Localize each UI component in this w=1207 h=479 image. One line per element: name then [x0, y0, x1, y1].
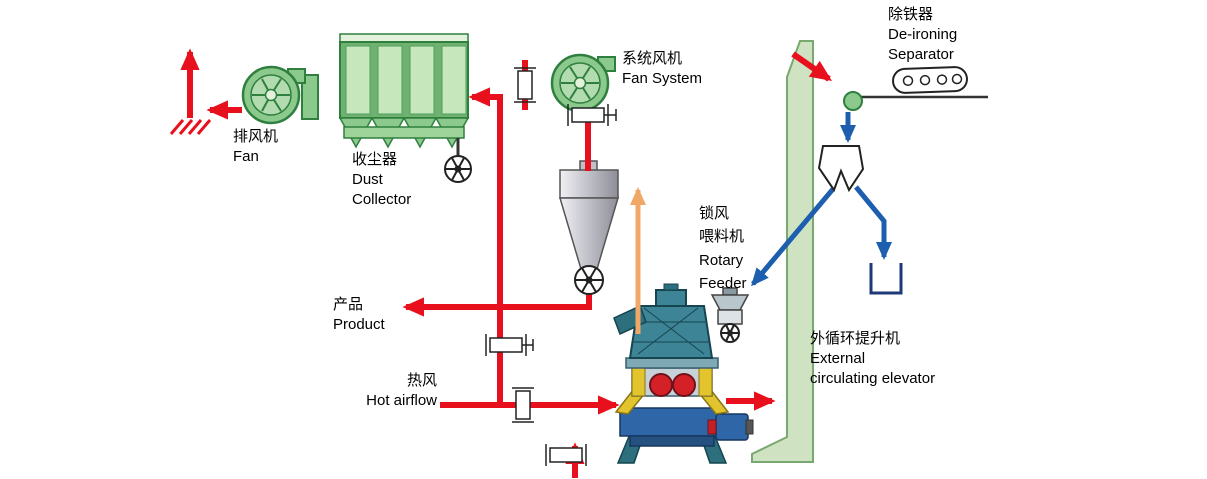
label-de-ironing-en2: Separator [888, 45, 954, 63]
label-rotary-feeder: 锁风 喂料机 Rotary Feeder [699, 202, 747, 295]
label-exhaust-fan-cn: 排风机 [233, 128, 279, 145]
label-exhaust-fan-en: Fan [233, 147, 259, 165]
label-system-fan-cn: 系统风机 [622, 50, 683, 67]
rotary-airlock-icon [720, 323, 740, 343]
label-rotary-feeder-cn1: 锁风 [699, 205, 730, 222]
label-rotary-feeder-cn2: 喂料机 [699, 228, 745, 246]
label-dust-collector-cn: 收尘器 [352, 151, 398, 168]
rotary-feeder-icon [710, 287, 750, 325]
rotary-airlock-icon [444, 155, 472, 183]
chute-splitter-icon [817, 145, 865, 193]
label-external-elevator: 外循环提升机 External circulating elevator [810, 329, 935, 388]
label-rotary-feeder-en1: Rotary [699, 251, 744, 269]
label-external-elevator-en2: circulating elevator [810, 369, 936, 387]
elevator-discharge-arrow [791, 51, 832, 82]
chute-right-line [854, 185, 893, 260]
label-dust-collector-en1: Dust [352, 170, 383, 188]
label-system-fan: 系统风机 Fan System [622, 49, 702, 89]
label-hot-airflow-en: Hot airflow [366, 391, 437, 409]
de-ironing-separator-icon [892, 66, 968, 94]
damper-valve-icon [512, 387, 534, 423]
damper-valve-icon [514, 67, 536, 103]
label-hot-airflow-cn: 热风 [406, 372, 437, 389]
label-de-ironing-cn: 除铁器 [888, 6, 934, 23]
vertical-mill-icon [613, 283, 754, 464]
damper-valve-icon [485, 334, 534, 356]
label-rotary-feeder-en2: Feeder [699, 274, 747, 292]
label-system-fan-en: Fan System [622, 69, 703, 87]
dust-collector-icon [338, 33, 470, 157]
damper-valve-icon [545, 444, 587, 466]
label-de-ironing-en1: De-ironing [888, 25, 958, 43]
label-product-en: Product [333, 315, 385, 333]
system-fan-icon [550, 53, 616, 113]
ground-icon [169, 119, 212, 135]
conveyor-belt-icon [843, 91, 988, 111]
label-de-ironing-separator: 除铁器 De-ironing Separator [888, 5, 957, 64]
exhaust-fan-icon [241, 65, 319, 125]
blue-flow-lines [751, 112, 893, 287]
label-dust-collector-en2: Collector [352, 190, 412, 208]
product-line [402, 293, 592, 317]
label-exhaust-fan: 排风机 Fan [233, 127, 278, 167]
label-external-elevator-cn: 外循环提升机 [810, 330, 901, 347]
label-hot-airflow: 热风 Hot airflow [345, 371, 437, 411]
chute-left-line [751, 187, 835, 287]
label-product: 产品 Product [333, 295, 385, 335]
damper-valve-icon [567, 104, 617, 126]
label-dust-collector: 收尘器 Dust Collector [352, 150, 411, 209]
bucket-icon [869, 263, 903, 295]
bucket-elevator-icon [751, 40, 814, 463]
rotary-airlock-icon [574, 265, 604, 295]
label-external-elevator-en1: External [810, 349, 866, 367]
label-product-cn: 产品 [333, 296, 364, 313]
